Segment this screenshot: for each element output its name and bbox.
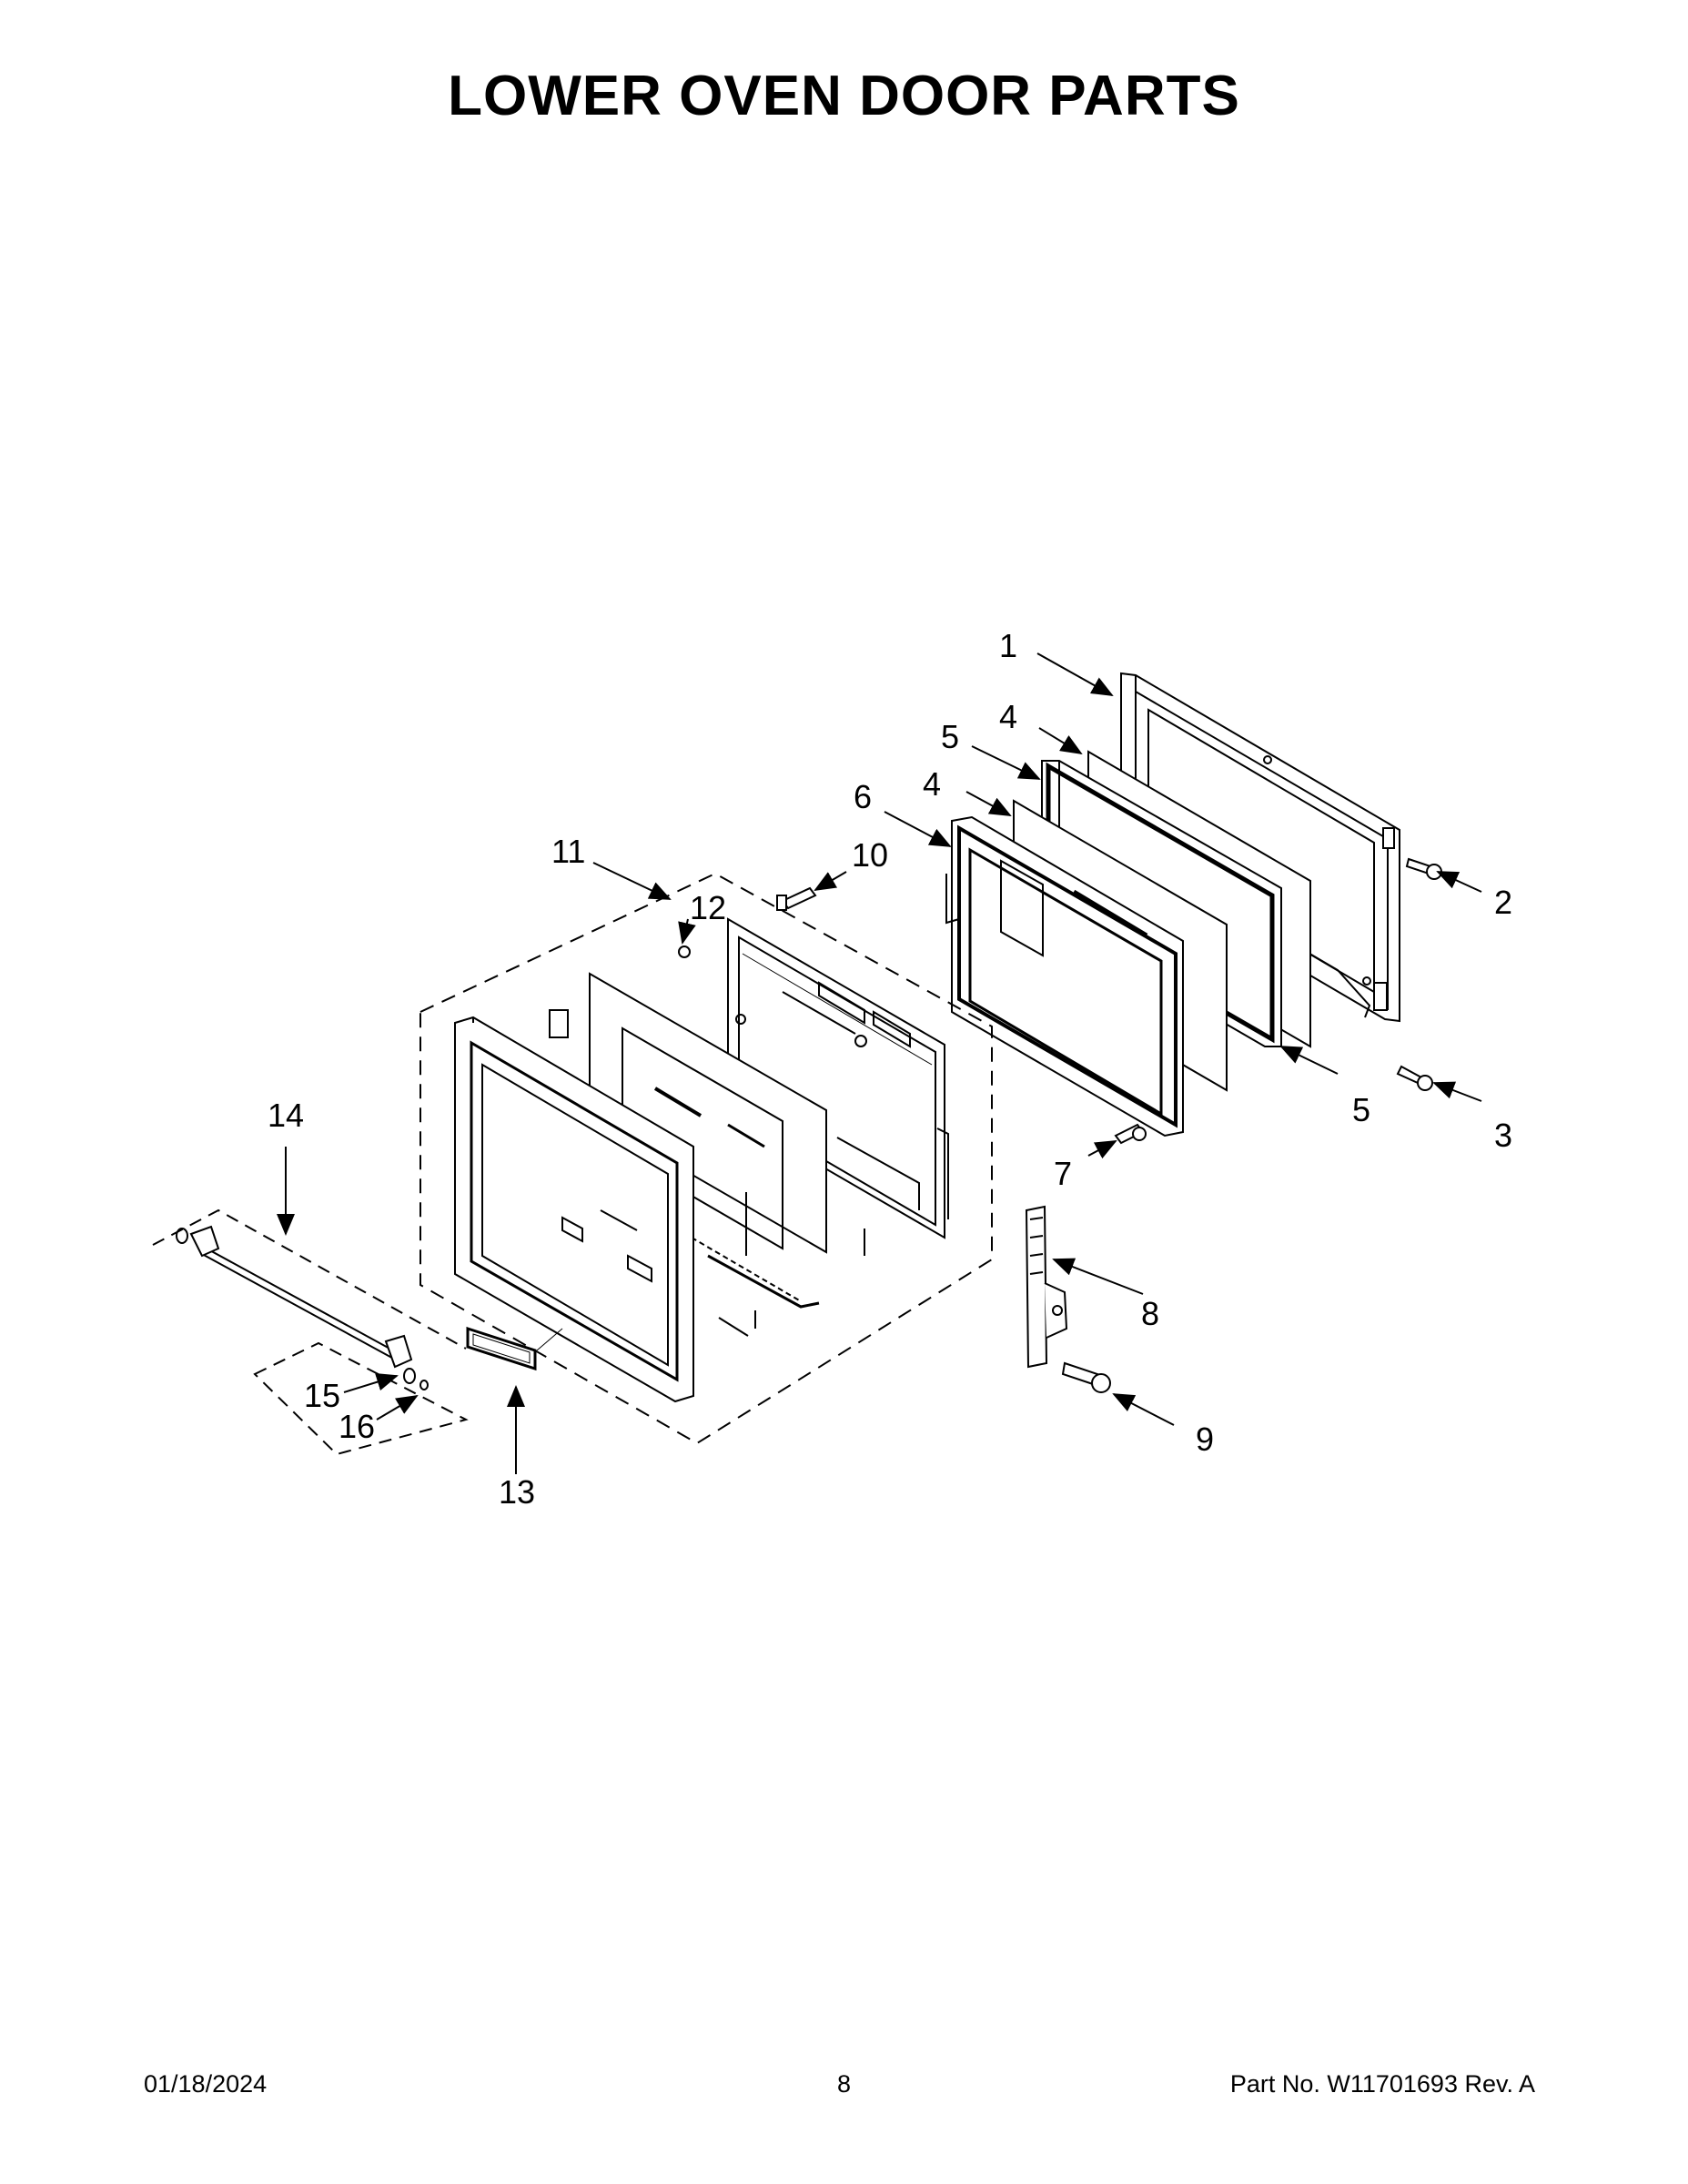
- part-7-screw: [1114, 1123, 1147, 1145]
- part-2-screw: [1405, 857, 1442, 880]
- part-10-screw: [776, 886, 817, 911]
- callout-2: 2: [1494, 884, 1512, 921]
- callout-13: 13: [499, 1473, 535, 1511]
- callout-8: 8: [1141, 1295, 1159, 1332]
- part-3-screw: [1396, 1065, 1433, 1091]
- callout-1: 1: [999, 627, 1017, 664]
- callout-7: 7: [1054, 1155, 1072, 1192]
- inner-door-liner: [727, 917, 949, 1239]
- front-door-glass: [454, 1016, 694, 1403]
- callout-9: 9: [1196, 1421, 1214, 1458]
- callout-3: 3: [1494, 1117, 1512, 1154]
- part-6-inner-frame: [945, 815, 1184, 1138]
- part-12-clip: [678, 945, 691, 958]
- part-9-hinge-screw: [1061, 1361, 1111, 1393]
- footer-date: 01/18/2024: [144, 2070, 268, 2098]
- part-8-hinge: [1025, 1205, 1068, 1369]
- callout-16: 16: [339, 1408, 375, 1445]
- callout-arrows: [277, 652, 1482, 1474]
- callout-12: 12: [690, 889, 726, 926]
- footer-part-number: Part No. W11701693 Rev. A: [1229, 2070, 1535, 2098]
- callout-4-upper: 4: [999, 698, 1017, 735]
- callout-15: 15: [304, 1377, 340, 1414]
- part-14-handle: [152, 1208, 469, 1456]
- callout-4-lower: 4: [923, 765, 941, 803]
- callout-11: 11: [551, 833, 585, 870]
- page-title: LOWER OVEN DOOR PARTS: [448, 65, 1240, 127]
- callout-6: 6: [854, 778, 872, 815]
- part-13-vent-badge: [466, 1326, 563, 1371]
- callout-5-upper: 5: [941, 718, 959, 755]
- callout-10: 10: [852, 836, 888, 874]
- assembly-11-boundary: [419, 872, 993, 1445]
- footer-page-number: 8: [836, 2070, 852, 2098]
- callout-5-lower: 5: [1352, 1091, 1370, 1128]
- callout-14: 14: [268, 1097, 304, 1134]
